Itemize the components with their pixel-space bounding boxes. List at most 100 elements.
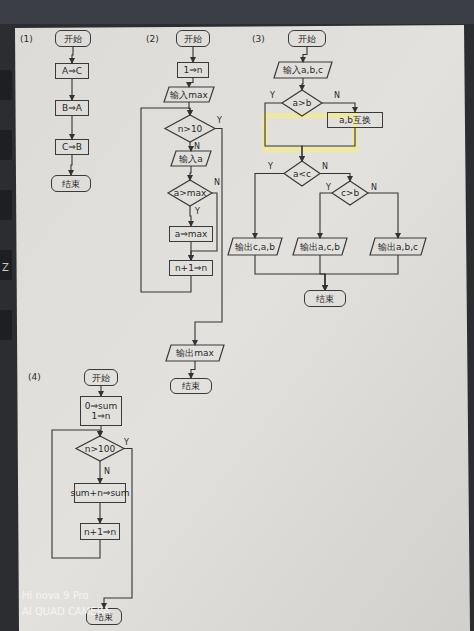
flow-arrow — [71, 79, 72, 100]
diamond-outline — [284, 161, 320, 186]
node-text: a<c — [293, 169, 311, 179]
flow-arrow — [320, 174, 350, 182]
flow-arrow — [99, 503, 100, 523]
flow-arrow — [368, 193, 398, 238]
node-text: 结束 — [182, 381, 200, 391]
node-text: a,b互换 — [339, 115, 371, 125]
decision-diamond: n>100 — [76, 436, 124, 461]
decision-diamond: a<c — [284, 161, 320, 186]
branch-label: N — [334, 91, 340, 100]
node-text: 0⇒sum — [85, 401, 117, 411]
flow-arrow — [190, 142, 191, 151]
flow-arrow — [72, 47, 73, 63]
node-text: 输入a — [179, 154, 203, 164]
node-text: 开始 — [92, 373, 110, 383]
branch-label: Y — [326, 183, 331, 192]
terminal-box: 开始 — [288, 30, 326, 47]
keyboard-key — [0, 190, 12, 220]
decision-diamond: n>10 — [165, 115, 215, 142]
decision-diamond: c>b — [332, 181, 368, 205]
part-number: (1) — [20, 34, 33, 44]
node-text: n+1⇒n — [175, 263, 207, 273]
node-text: c>b — [341, 188, 359, 198]
process-box: n+1⇒n — [169, 260, 213, 276]
flow-arrow — [100, 426, 101, 436]
branch-label: N — [104, 467, 110, 476]
process-box: a⇒max — [169, 226, 213, 242]
node-text: 输出c,a,b — [235, 242, 275, 252]
branch-label: Y — [268, 162, 273, 171]
branch-label: Y — [270, 91, 275, 100]
node-text: 输出a,c,b — [300, 242, 340, 252]
flow-arrow — [191, 361, 195, 378]
branch-label: N — [194, 142, 200, 151]
node-text: sum+n⇒sum — [70, 488, 129, 498]
terminal-box: 开始 — [55, 30, 91, 47]
diamond-outline — [168, 180, 212, 206]
node-text: 开始 — [64, 34, 82, 44]
terminal-box: 结束 — [51, 175, 91, 192]
process-box: B⇒A — [55, 100, 89, 116]
part-number: (3) — [252, 34, 265, 44]
io-parallelogram: 输出c,a,b — [228, 238, 282, 255]
process-box: A⇒C — [55, 63, 89, 79]
node-text: a>b — [293, 98, 312, 108]
parallelogram-outline — [228, 238, 282, 255]
node-text: 开始 — [298, 34, 316, 44]
parallelogram-outline — [370, 238, 426, 255]
branch-label: N — [371, 183, 377, 192]
branch-label: Y — [195, 207, 200, 216]
keyboard-key — [0, 250, 12, 280]
branch-label: N — [322, 162, 328, 171]
node-text: n>10 — [178, 124, 203, 134]
decision-diamond: a>max — [168, 180, 212, 206]
flow-arrow — [190, 242, 191, 260]
watermark-text: AI QUAD CAMERA — [22, 606, 110, 617]
process-box: 1⇒n — [177, 62, 209, 78]
flow-arrow — [100, 386, 101, 396]
flow-arrow — [322, 103, 355, 112]
diamond-outline — [165, 115, 215, 142]
node-text: 输入a,b,c — [283, 65, 323, 75]
process-box: sum+n⇒sum — [74, 483, 126, 503]
flow-arrow — [71, 155, 72, 175]
keyboard-key — [0, 310, 12, 340]
branch-label: Y — [217, 116, 222, 125]
flow-arrow — [190, 206, 191, 226]
node-text: 输入max — [170, 90, 208, 100]
flow-arrow — [325, 255, 398, 290]
parallelogram-outline — [274, 62, 332, 78]
parallelogram-outline — [166, 345, 224, 361]
node-text: 1⇒n — [92, 411, 111, 421]
branch-label: Y — [124, 438, 129, 447]
branch-label: N — [214, 178, 220, 187]
process-box: n+1⇒n — [80, 523, 120, 540]
keyboard-letter: Z — [2, 262, 9, 273]
paper-sheet — [15, 25, 470, 631]
node-text: a>max — [174, 188, 207, 198]
node-text: a⇒max — [175, 229, 208, 239]
node-text: 开始 — [184, 34, 202, 44]
flow-arrow — [99, 461, 100, 483]
part-number: (4) — [28, 372, 41, 382]
process-box: 0⇒sum1⇒n — [80, 396, 122, 426]
diamond-outline — [282, 90, 322, 116]
part-number: (2) — [146, 34, 159, 44]
flow-arrow — [189, 78, 193, 87]
io-parallelogram: 输出a,c,b — [293, 238, 347, 255]
watermark-text: Hi nova 9 Pro — [22, 590, 89, 601]
flow-arrow — [320, 193, 332, 238]
node-text: C⇒B — [62, 142, 82, 152]
node-text: A⇒C — [62, 66, 82, 76]
io-parallelogram: 输入a,b,c — [274, 62, 332, 78]
keyboard-key — [0, 70, 12, 100]
flow-arrow — [303, 47, 307, 62]
flow-arrow — [302, 78, 303, 90]
io-parallelogram: 输出a,b,c — [370, 238, 426, 255]
node-text: 1⇒n — [184, 65, 203, 75]
diamond-outline — [76, 436, 124, 461]
terminal-box: 结束 — [170, 378, 212, 394]
